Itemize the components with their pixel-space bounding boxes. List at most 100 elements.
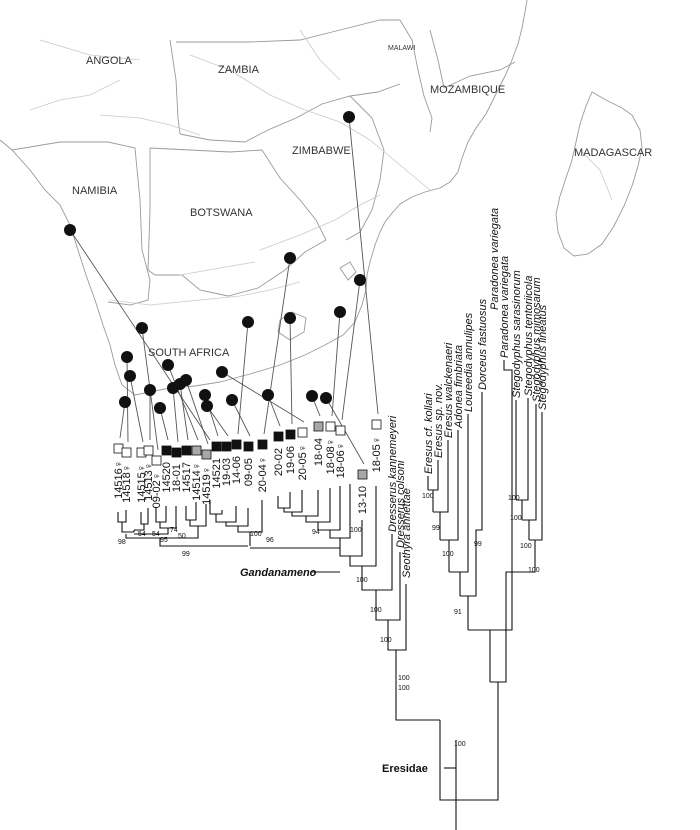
sample-label-09-02: 09-02♀: [151, 472, 163, 508]
locality-leader-lines: [69, 116, 379, 465]
sample-label-18-08: 18-08♀: [325, 438, 337, 474]
support-value-s100k: 100: [520, 543, 532, 550]
locality-dot-09-05: [226, 394, 238, 406]
leader-line-14515: [129, 375, 144, 443]
taxon-label-eresid-8: Stegodyphus sarasinorum: [511, 270, 523, 398]
river-madagascar: [579, 149, 613, 201]
support-value-s100l: 100: [528, 567, 540, 574]
support-value-s99c: 99: [474, 541, 482, 548]
tree-branches-gandanameno: [117, 484, 440, 721]
sample-label-14519: 14519♀: [201, 466, 213, 505]
africa-map: ANGOLA ZAMBIA MALAWI MOZAMBIQUE ZIMBABWE…: [0, 0, 652, 396]
leader-line-18-01: [172, 387, 179, 443]
locality-dot-14518: [121, 351, 133, 363]
border-angola-namibia: [11, 141, 136, 151]
sample-label-20-02: 20-02: [273, 448, 285, 476]
leader-line-18-06: [341, 279, 361, 421]
border-botswana-namibia: [147, 148, 182, 276]
gandanameno-clade-label: Gandanameno: [240, 567, 317, 579]
border-botswana-top: [149, 147, 263, 153]
taxon-label-outgroup-1: Dresserus colsoni: [395, 460, 407, 548]
locality-dot-14520: [154, 402, 166, 414]
marker-white-square-18-05: [371, 419, 382, 430]
locality-dot-13-10: [320, 392, 332, 404]
taxon-label-eresid-0: Eresus cf. kollari: [423, 393, 435, 474]
taxon-label-eresid-2: Eresus walckenaeri: [443, 342, 455, 438]
sample-label-14514: 14514♀: [191, 462, 203, 501]
marker-white-square-14513: [143, 445, 154, 456]
sample-label-18-06: 18-06♀: [335, 442, 347, 478]
marker-gray-square-14514: [191, 445, 202, 456]
border-angola-zambia: [169, 39, 181, 135]
border-swaziland: [339, 261, 357, 281]
support-value-s94: 94: [312, 529, 320, 536]
locality-dot-14516: [119, 396, 131, 408]
marker-black-square-14-06: [231, 439, 242, 450]
country-label-madagascar: MADAGASCAR: [574, 147, 652, 159]
support-value-s100d: 100: [370, 607, 382, 614]
locality-dot-14519: [180, 374, 192, 386]
border-mozambique-north: [443, 61, 516, 89]
tree-branches-eresidae: [427, 360, 543, 801]
taxon-label-outgroup-0: Dresserus kannemeyeri: [387, 415, 399, 532]
support-value-s100f: 100: [398, 685, 410, 692]
africa-coastline: [0, 0, 528, 396]
sample-label-19-03: 19-03: [221, 458, 233, 486]
taxon-label-eresid-11: Stegodyphus lineatus: [537, 304, 549, 410]
marker-gray-square-13-10: [357, 469, 368, 480]
country-label-malawi: MALAWI: [388, 45, 415, 52]
support-value-s100m: 100: [454, 741, 466, 748]
sample-label-14513: 14513♀: [143, 462, 155, 501]
river-zambezi: [189, 54, 431, 191]
support-value-s100g: 100: [422, 493, 434, 500]
leader-line-18-05: [348, 116, 379, 415]
marker-black-square-18-01: [171, 447, 182, 458]
river-luangwa: [299, 29, 341, 81]
sample-label-13-10: 13-10: [357, 486, 369, 514]
sample-label-20-05: 20-05♀: [297, 444, 309, 480]
marker-white-square-18-08: [325, 421, 336, 432]
river-orange: [109, 281, 301, 306]
sample-label-18-05: 18-05♀: [371, 436, 383, 472]
sample-label-14515: 14515♀: [136, 464, 148, 503]
border-namibia-sa: [107, 147, 151, 306]
marker-black-square-19-03: [221, 441, 232, 452]
support-value-s96: 96: [266, 537, 274, 544]
taxon-label-eresid-9: Stegodyphus tentoriicola: [523, 276, 535, 396]
support-value-s98: 98: [118, 539, 126, 546]
support-value-s99a: 99: [182, 551, 190, 558]
country-label-south-africa: SOUTH AFRICA: [148, 347, 230, 359]
sample-labels: 14516♀14518♀14515♀14513♀09-02♀1452018-01…: [113, 419, 383, 514]
locality-dot-20-02: [262, 389, 274, 401]
locality-dot-14-06: [242, 316, 254, 328]
taxon-label-outgroup-2: Seothyra annettae: [401, 488, 413, 578]
leader-line-19-03: [206, 405, 229, 437]
border-malawi: [399, 19, 433, 133]
leader-line-20-04: [263, 257, 291, 435]
support-value-s100e: 100: [380, 637, 392, 644]
locality-dot-14513: [144, 384, 156, 396]
locality-dot-18-05: [343, 111, 355, 123]
country-label-zimbabwe: ZIMBABWE: [292, 145, 351, 157]
river-limpopo: [259, 194, 381, 251]
taxon-label-eresid-10: Stegodyphus mimosarum: [531, 277, 543, 402]
river-cunene: [29, 79, 121, 111]
support-value-s100n: 100: [398, 675, 410, 682]
taxon-label-eresid-6: Paradonea variegata: [489, 208, 501, 310]
support-value-s100h: 100: [442, 551, 454, 558]
support-value-s100j: 100: [510, 515, 522, 522]
marker-black-square-14521: [211, 441, 222, 452]
border-zambia-north: [176, 19, 400, 43]
sample-label-18-04: 18-04: [313, 438, 325, 466]
leader-line-14516: [119, 401, 126, 439]
gandanameno-tree: Gandanameno: [117, 484, 440, 721]
sample-label-14518: 14518♀: [121, 464, 133, 503]
marker-black-square-19-06: [285, 429, 296, 440]
locality-dot-18-04: [306, 390, 318, 402]
marker-white-square-18-06: [335, 425, 346, 436]
marker-black-square-20-04: [257, 439, 268, 450]
marker-black-square-09-05: [243, 441, 254, 452]
support-value-s50: 50: [178, 533, 186, 540]
sample-label-14521: 14521: [211, 458, 223, 489]
